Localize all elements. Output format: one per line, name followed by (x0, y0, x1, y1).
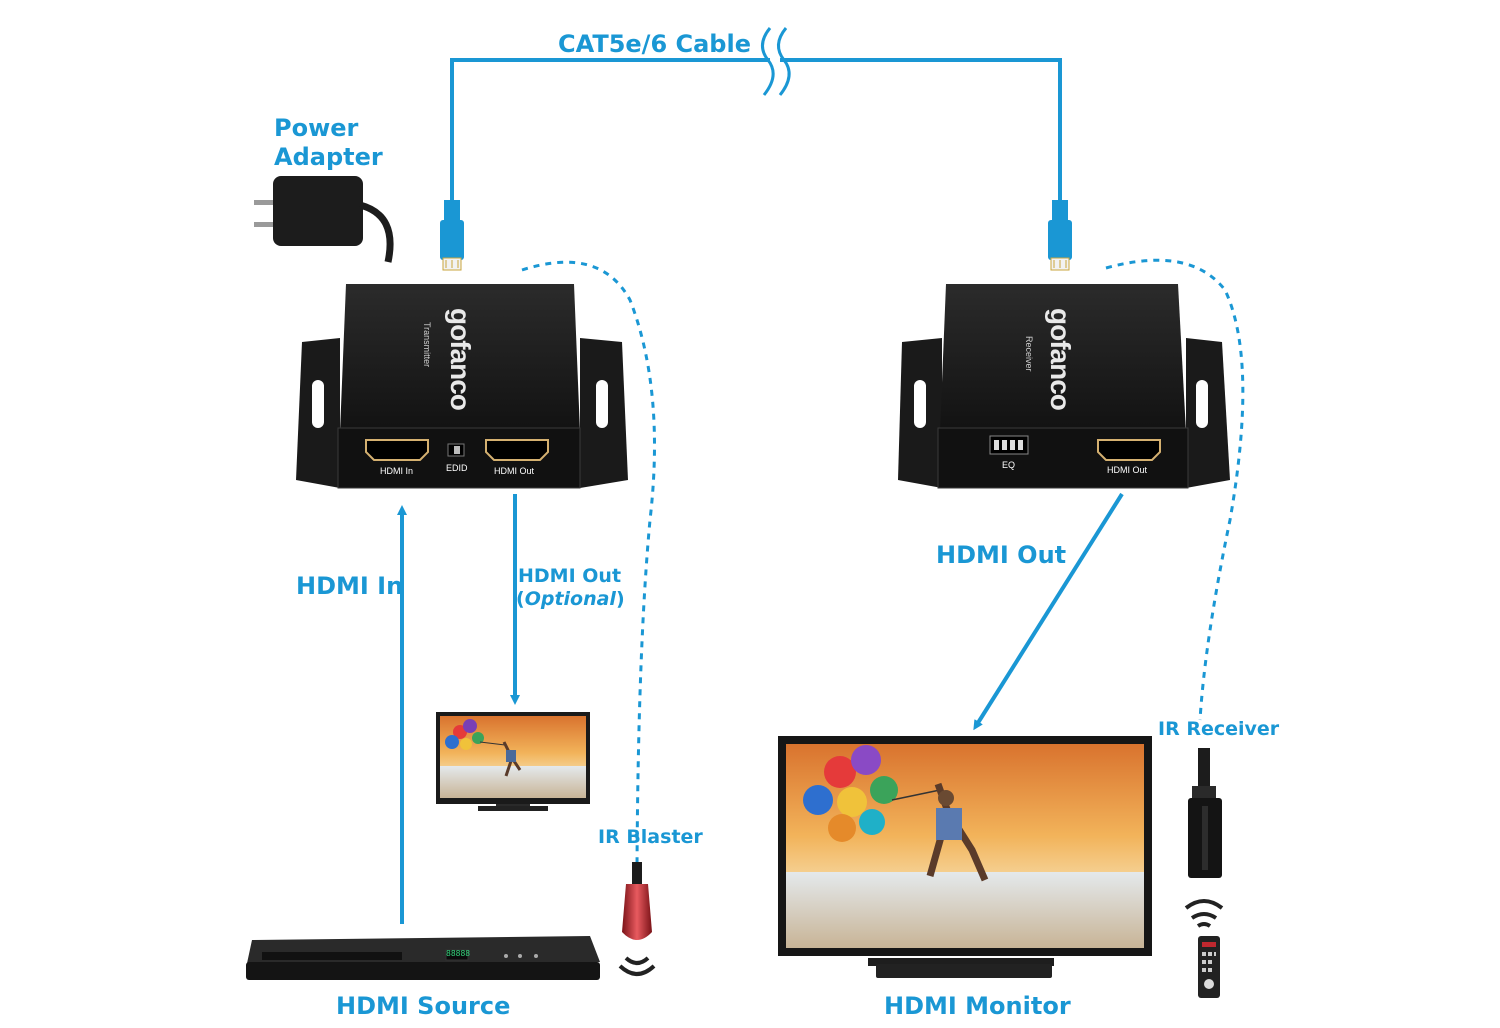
rj45-connector-tx (440, 200, 464, 271)
player-display: 88888 (446, 949, 471, 958)
hdmi-out-optional-label-line1: HDMI Out (518, 565, 622, 587)
cat-cable (450, 27, 1062, 205)
hdmi-in-label: HDMI In (296, 572, 404, 600)
receiver-port-eq-label: EQ (1002, 460, 1016, 470)
ir-receiver-label: IR Receiver (1158, 718, 1280, 740)
ir-blaster-cable (521, 260, 656, 871)
optional-word: Optional (524, 588, 616, 610)
hdmi-out-arrow (973, 492, 1124, 731)
power-adapter-label-line2: Adapter (274, 143, 383, 171)
receiver-model: Receiver (1024, 336, 1034, 372)
small-tv-icon (436, 712, 590, 811)
receiver-brand: gofanco (1045, 308, 1076, 410)
cable-label: CAT5e/6 Cable (558, 30, 751, 58)
transmitter-unit (296, 284, 628, 489)
transmitter-port-in-label: HDMI In (380, 466, 414, 476)
hdmi-monitor-icon (778, 736, 1152, 978)
paren-close: ) (615, 588, 625, 610)
receiver-unit (898, 284, 1230, 489)
hdmi-monitor-label: HDMI Monitor (884, 992, 1071, 1020)
power-adapter-label-line1: Power (274, 114, 359, 142)
transmitter-port-out-label: HDMI Out (494, 466, 535, 476)
hdmi-out-optional-label-line2: (Optional) (516, 588, 625, 611)
transmitter-brand: gofanco (445, 308, 476, 410)
paren-open: ( (516, 588, 525, 610)
ir-receiver-icon (1184, 748, 1224, 998)
hdmi-source-label: HDMI Source (336, 992, 511, 1020)
transmitter-model: Transmitter (422, 322, 432, 368)
hdmi-source-player (246, 936, 600, 980)
hdmi-out-receiver-label: HDMI Out (936, 541, 1067, 569)
power-adapter (254, 176, 394, 263)
receiver-port-out-label: HDMI Out (1107, 465, 1148, 475)
transmitter-port-edid-label: EDID (446, 463, 468, 473)
rj45-connector-rx (1048, 200, 1072, 271)
ir-blaster-icon (618, 862, 656, 976)
ir-blaster-label: IR Blaster (598, 826, 703, 848)
